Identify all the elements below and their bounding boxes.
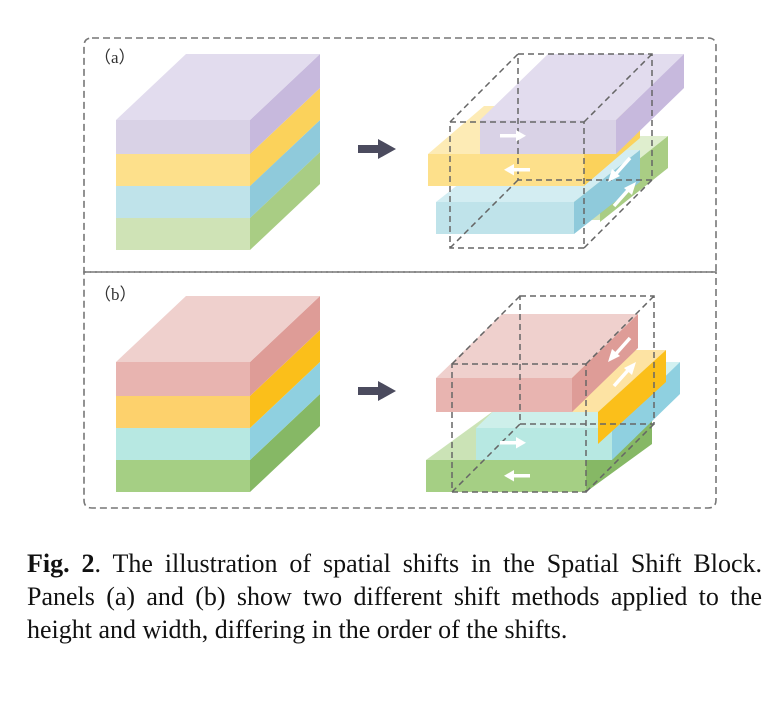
- arrow-diag-down-icon: [608, 156, 632, 182]
- panel-b-dashed-box: [451, 295, 655, 493]
- arrow-diag-up-icon: [612, 182, 636, 208]
- shifted-blue-side: [574, 150, 640, 234]
- arrow-diag-down-icon: [608, 336, 632, 362]
- layer-blue-side: [250, 120, 320, 218]
- layer-mint-front: [116, 428, 250, 460]
- layer-lavender-side: [250, 54, 320, 154]
- shifted-mint-side: [612, 362, 680, 460]
- figure-label: Fig. 2: [27, 549, 95, 578]
- panel-b-border: [83, 271, 717, 509]
- panel-b-label: （b）: [94, 285, 137, 304]
- shifted-pink-front: [436, 378, 572, 412]
- shifted-mint-front: [476, 428, 612, 460]
- layer-pink-front: [116, 362, 250, 396]
- panel-b-stack-before: [116, 296, 320, 492]
- layer-lavender-front: [116, 120, 250, 154]
- figure-caption: Fig. 2. The illustration of spatial shif…: [27, 547, 762, 646]
- panel-a-arrow: [358, 139, 396, 159]
- layer-green-front: [116, 460, 250, 492]
- panel-b-shift-arrows: [500, 336, 636, 482]
- layer-blue-front: [116, 186, 250, 218]
- shifted-lavender-side: [616, 54, 684, 154]
- layer-lavender-top: [116, 54, 320, 120]
- panel-b-arrow: [358, 381, 396, 401]
- layer-green-side: [250, 394, 320, 492]
- layer-green-front: [116, 218, 250, 250]
- shifted-pink-side: [572, 314, 638, 412]
- panel-a-stack-after: [428, 54, 684, 234]
- panel-b-stack-after: [426, 314, 680, 492]
- shifted-blue-front: [436, 202, 574, 234]
- panel-a-label: （a）: [94, 48, 136, 67]
- spatial-shift-figure: （a） （b）: [83, 37, 717, 509]
- shifted-gold-side: [598, 350, 666, 444]
- layer-pink-side: [250, 296, 320, 396]
- arrow-right-icon: [500, 130, 526, 142]
- layer-gold-front: [116, 396, 250, 428]
- layer-yellow-front: [116, 154, 250, 186]
- layer-green-side: [250, 152, 320, 250]
- layer-gold-side: [250, 330, 320, 428]
- panel-a-dashed-box: [449, 53, 653, 249]
- arrow-diag-up-icon: [612, 362, 636, 388]
- arrow-left-icon: [504, 470, 530, 482]
- panel-a-stack-before: [116, 54, 320, 250]
- caption-text: . The illustration of spatial shifts in …: [27, 549, 762, 644]
- panel-b: （b）: [83, 271, 717, 509]
- panel-a-shift-arrows: [500, 130, 636, 208]
- layer-mint-side: [250, 362, 320, 460]
- panel-a-border: [83, 37, 717, 273]
- arrow-left-icon: [504, 164, 530, 176]
- arrow-right-icon: [500, 437, 526, 449]
- panel-a: （a）: [83, 37, 717, 273]
- layer-pink-top: [116, 296, 320, 362]
- layer-yellow-side: [250, 88, 320, 186]
